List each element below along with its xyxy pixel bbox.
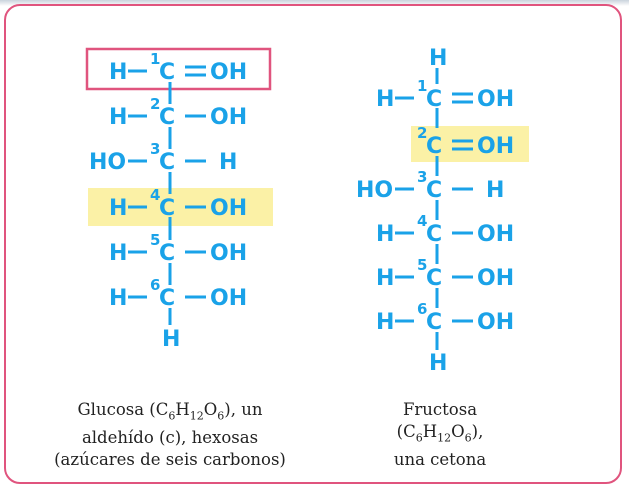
fructose-caption-line-3: una cetona <box>393 450 487 470</box>
glucose-row-1: H 1 C OH <box>109 50 247 85</box>
glucose-c1-carbon: C <box>159 60 175 85</box>
fructose-row-6: H 6 C OH <box>376 300 514 335</box>
fructose-row-2: 2 C OH <box>417 124 514 159</box>
glucose-c4-highlight <box>88 188 273 226</box>
fructose-c6-number: 6 <box>417 300 427 318</box>
fructose-c4-number: 4 <box>417 212 427 230</box>
fructose-c1-right: OH <box>477 87 514 112</box>
figure-frame <box>4 4 622 484</box>
fructose-c2-number: 2 <box>417 124 427 142</box>
glucose-c3-number: 3 <box>150 140 160 158</box>
fructose-c2-carbon: C <box>426 134 442 159</box>
fructose-c3-right: H <box>486 178 504 203</box>
glucose-c4-left: H <box>109 196 127 221</box>
fructose-c1-carbon: C <box>426 87 442 112</box>
fructose-caption: Fructosa (C6H12O6), una cetona <box>375 399 505 471</box>
glucose-c3-right: H <box>219 150 237 175</box>
glucose-bottom-h: H <box>162 327 180 352</box>
glucose-c4-carbon: C <box>159 196 175 221</box>
glucose-c1-number: 1 <box>150 50 160 68</box>
glucose-caption: Glucosa (C6H12O6), un aldehído (c), hexo… <box>40 399 300 471</box>
glucose-row-5: H 5 C OH <box>109 231 247 266</box>
fructose-caption-line-2: (C6H12O6), <box>396 422 484 445</box>
glucose-c2-number: 2 <box>150 95 160 113</box>
fructose-c6-left: H <box>376 310 394 335</box>
fructose-caption-line-1: Fructosa <box>402 400 478 419</box>
fructose-c3-carbon: C <box>426 178 442 203</box>
glucose-c4-right: OH <box>210 196 247 221</box>
glucose-row-2: H 2 C OH <box>109 95 247 130</box>
glucose-c4-number: 4 <box>150 186 160 204</box>
glucose-c3-left: HO <box>89 150 126 175</box>
fructose-c1-left: H <box>376 87 394 112</box>
fructose-c6-right: OH <box>477 310 514 335</box>
fructose-c2-highlight <box>411 126 529 162</box>
fructose-c3-left: HO <box>356 178 393 203</box>
fructose-c4-right: OH <box>477 222 514 247</box>
fructose-row-5: H 5 C OH <box>376 256 514 291</box>
fructose-c4-carbon: C <box>426 222 442 247</box>
fructose-row-1: H 1 C OH <box>376 77 514 112</box>
glucose-c2-left: H <box>109 105 127 130</box>
fructose-c4-left: H <box>376 222 394 247</box>
fructose-top-h: H <box>429 46 447 71</box>
fructose-row-3: HO 3 C H <box>356 168 504 203</box>
fructose-c5-number: 5 <box>417 256 427 274</box>
glucose-c1-left: H <box>109 60 127 85</box>
fructose-c3-number: 3 <box>417 168 427 186</box>
glucose-c5-left: H <box>109 241 127 266</box>
glucose-row-6: H 6 C OH <box>109 276 247 311</box>
glucose-c6-number: 6 <box>150 276 160 294</box>
glucose-c6-right: OH <box>210 286 247 311</box>
glucose-c3-carbon: C <box>159 150 175 175</box>
fructose-c5-right: OH <box>477 266 514 291</box>
glucose-c6-carbon: C <box>159 286 175 311</box>
fructose-c1-number: 1 <box>417 77 427 95</box>
glucose-row-3: HO 3 C H <box>89 140 237 175</box>
glucose-c5-carbon: C <box>159 241 175 266</box>
glucose-c1-right: OH <box>210 60 247 85</box>
glucose-row-4: H 4 C OH <box>109 186 247 221</box>
glucose-c2-right: OH <box>210 105 247 130</box>
glucose-caption-line-1: Glucosa (C6H12O6), un <box>77 400 263 423</box>
glucose-c6-left: H <box>109 286 127 311</box>
glucose-c5-right: OH <box>210 241 247 266</box>
fructose-bottom-h: H <box>429 351 447 376</box>
glucose-c1-box <box>85 47 272 91</box>
glucose-c5-number: 5 <box>150 231 160 249</box>
fructose-row-4: H 4 C OH <box>376 212 514 247</box>
glucose-caption-line-3: (azúcares de seis carbonos) <box>54 450 286 470</box>
top-shadow <box>0 0 629 6</box>
fructose-c6-carbon: C <box>426 310 442 335</box>
fructose-c5-carbon: C <box>426 266 442 291</box>
glucose-caption-line-2: aldehído (c), hexosas <box>81 428 259 448</box>
glucose-c2-carbon: C <box>159 105 175 130</box>
fructose-c5-left: H <box>376 266 394 291</box>
fructose-c2-right: OH <box>477 134 514 159</box>
